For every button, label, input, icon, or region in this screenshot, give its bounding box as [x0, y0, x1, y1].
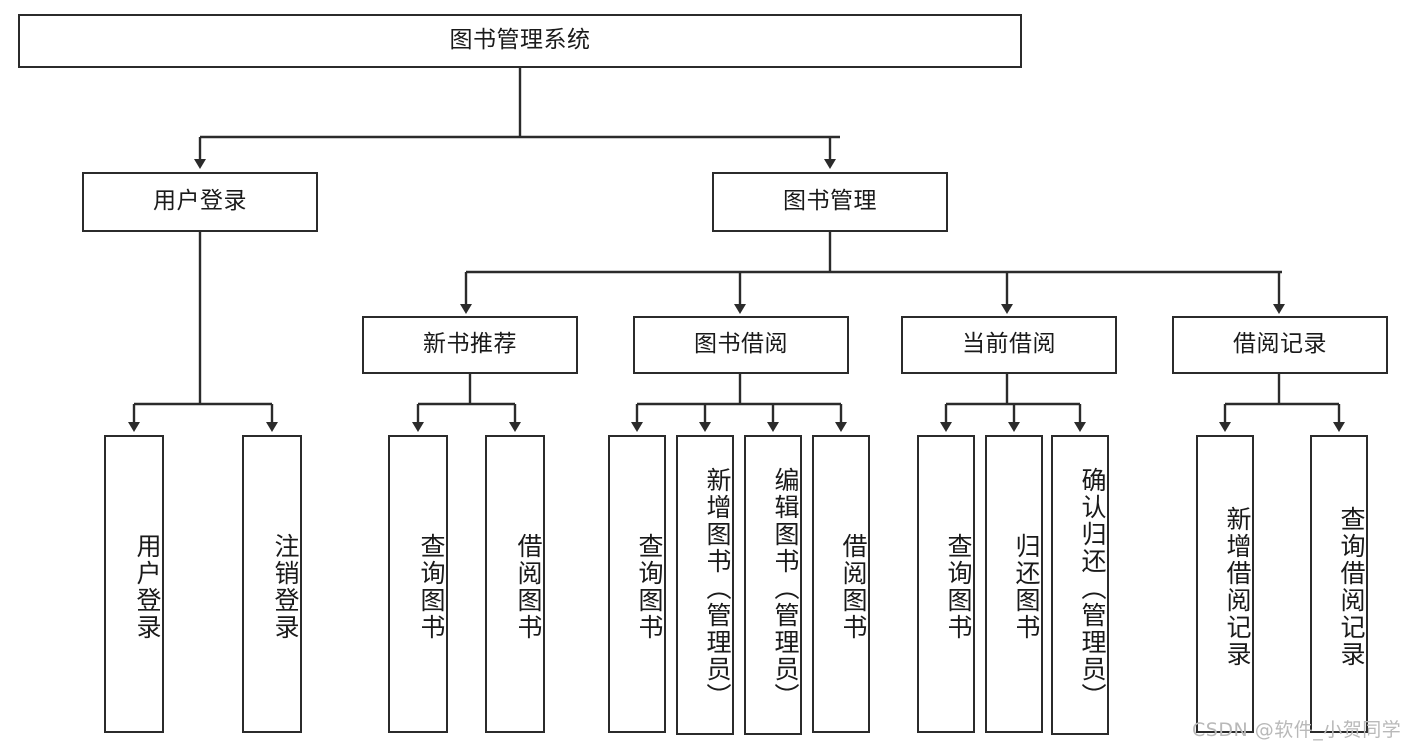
node-root-label: 图书管理系统	[449, 27, 591, 54]
node-book-manage[interactable]: 图书管理	[712, 172, 948, 232]
node-leaf-borrow-book-2[interactable]: 借阅图书	[812, 435, 870, 733]
node-leaf-user-login-label: 用户登录	[133, 533, 162, 641]
node-current-borrow[interactable]: 当前借阅	[901, 316, 1117, 374]
node-new-book-recommend-label: 新书推荐	[423, 331, 517, 358]
node-leaf-add-book-label: 新增图书（管理员）	[703, 466, 732, 710]
node-borrow-record-label: 借阅记录	[1233, 331, 1327, 358]
node-borrow-record[interactable]: 借阅记录	[1172, 316, 1388, 374]
node-leaf-return-book-label: 归还图书	[1012, 533, 1041, 641]
node-book-borrow-label: 图书借阅	[694, 331, 788, 358]
node-leaf-user-logout[interactable]: 注销登录	[242, 435, 302, 733]
node-leaf-borrow-book-2-label: 借阅图书	[839, 533, 868, 641]
node-leaf-add-record-label: 新增借阅记录	[1223, 506, 1252, 668]
node-leaf-query-book-2-label: 查询图书	[635, 533, 664, 641]
node-leaf-query-book-3-label: 查询图书	[944, 533, 973, 641]
node-leaf-query-record-label: 查询借阅记录	[1337, 506, 1366, 668]
node-book-borrow[interactable]: 图书借阅	[633, 316, 849, 374]
node-leaf-edit-book-label: 编辑图书（管理员）	[771, 466, 800, 710]
edge-group-current-borrow	[940, 374, 1086, 432]
node-leaf-borrow-book-1-label: 借阅图书	[514, 533, 543, 641]
node-leaf-user-login[interactable]: 用户登录	[104, 435, 164, 733]
node-leaf-return-book[interactable]: 归还图书	[985, 435, 1043, 733]
node-leaf-query-book-3[interactable]: 查询图书	[917, 435, 975, 733]
node-leaf-confirm-return-label: 确认归还（管理员）	[1078, 466, 1107, 710]
node-leaf-query-book-2[interactable]: 查询图书	[608, 435, 666, 733]
node-leaf-borrow-book-1[interactable]: 借阅图书	[485, 435, 545, 733]
node-leaf-add-record[interactable]: 新增借阅记录	[1196, 435, 1254, 733]
edge-group-book-manage	[460, 232, 1285, 314]
node-leaf-confirm-return[interactable]: 确认归还（管理员）	[1051, 435, 1109, 735]
node-leaf-query-book-1-label: 查询图书	[417, 533, 446, 641]
edge-group-book-borrow	[631, 374, 847, 432]
node-book-manage-label: 图书管理	[783, 188, 877, 215]
edge-group-user-login	[128, 232, 278, 432]
node-leaf-add-book[interactable]: 新增图书（管理员）	[676, 435, 734, 735]
edge-group-root	[194, 68, 840, 169]
edge-group-new-book-recommend	[412, 374, 521, 432]
node-leaf-query-book-1[interactable]: 查询图书	[388, 435, 448, 733]
watermark: CSDN @软件_小贺同学	[1192, 719, 1402, 741]
node-new-book-recommend[interactable]: 新书推荐	[362, 316, 578, 374]
node-user-login-label: 用户登录	[153, 188, 247, 215]
node-leaf-edit-book[interactable]: 编辑图书（管理员）	[744, 435, 802, 735]
edge-group-borrow-record	[1219, 374, 1345, 432]
node-leaf-user-logout-label: 注销登录	[271, 533, 300, 641]
node-current-borrow-label: 当前借阅	[962, 331, 1056, 358]
node-user-login[interactable]: 用户登录	[82, 172, 318, 232]
node-root[interactable]: 图书管理系统	[18, 14, 1022, 68]
node-leaf-query-record[interactable]: 查询借阅记录	[1310, 435, 1368, 733]
